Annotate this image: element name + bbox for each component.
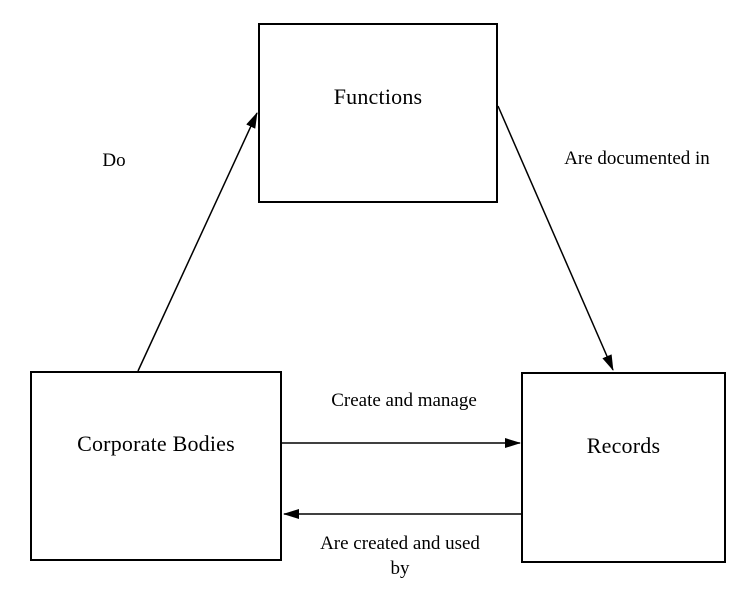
edge-label-are-documented-in: Are documented in [564, 148, 710, 169]
node-records: Records [521, 372, 726, 563]
arrow-do [137, 112, 258, 372]
node-functions: Functions [258, 23, 498, 203]
node-functions-label: Functions [333, 84, 423, 109]
node-corporate-bodies-label: Corporate Bodies [77, 431, 235, 456]
edge-label-create-and-manage: Create and manage [331, 390, 477, 411]
node-records-label: Records [586, 432, 661, 458]
edge-label-are-created-and-used-by: Are created and used by [320, 533, 480, 579]
arrow-are-documented-in [497, 105, 614, 371]
edge-label-do: Do [102, 150, 126, 171]
node-corporate-bodies: Corporate Bodies [30, 371, 282, 561]
